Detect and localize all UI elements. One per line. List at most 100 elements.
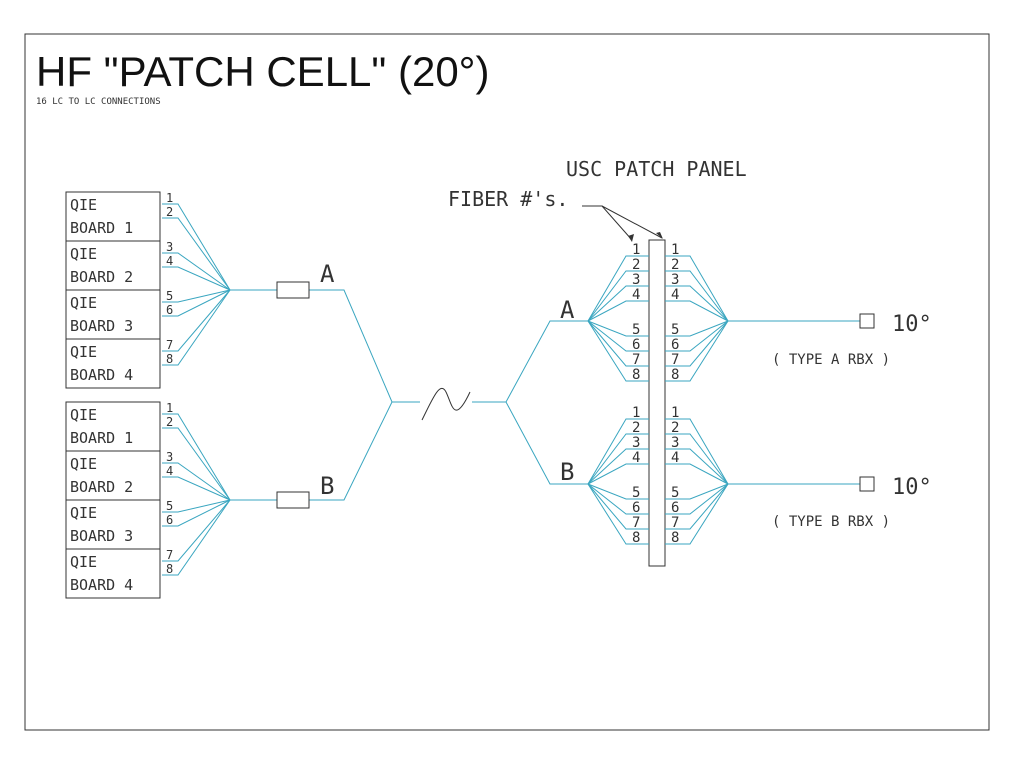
- fiber-numbers-label: FIBER #'s.: [448, 187, 568, 211]
- panel-fiber-left: [587, 483, 649, 500]
- panel-fiber-left: [587, 448, 649, 485]
- panel-fiber-right: [665, 320, 729, 382]
- qie-board-box: [65, 401, 161, 452]
- panel-fiber-right: [665, 320, 729, 352]
- board-port-number: 2: [166, 205, 173, 219]
- board-port-number: 7: [166, 548, 173, 562]
- board-fiber-line: [162, 462, 231, 501]
- board-fiber-line: [162, 203, 231, 291]
- panel-fiber-left: [587, 418, 649, 485]
- trunk-line-a: [230, 289, 420, 403]
- panel-fiber-number-right: 3: [671, 435, 679, 451]
- panel-fiber-left: [587, 285, 649, 322]
- panel-fiber-number-left: 4: [632, 450, 640, 466]
- panel-fiber-number-left: 2: [632, 420, 640, 436]
- qie-board-name: BOARD 3: [70, 317, 133, 335]
- board-fiber-line: [162, 499, 231, 576]
- board-port-number: 3: [166, 450, 173, 464]
- output-b: 10° ( TYPE B RBX ): [728, 475, 932, 530]
- panel-fiber-number-left: 7: [632, 352, 640, 368]
- panel-fiber-number-right: 6: [671, 337, 679, 353]
- panel-fiber-right: [665, 270, 729, 322]
- panel-fiber-left: [587, 463, 649, 485]
- qie-board-word: QIE: [70, 245, 97, 263]
- qie-board-word: QIE: [70, 406, 97, 424]
- board-fiber-line: [162, 499, 231, 527]
- panel-fiber-number-right: 7: [671, 515, 679, 531]
- board-fiber-line: [162, 289, 231, 366]
- board-port-number: 2: [166, 415, 173, 429]
- panel-fiber-right: [665, 300, 729, 322]
- output-a: 10° ( TYPE A RBX ): [728, 312, 932, 368]
- panel-fiber-number-left: 7: [632, 515, 640, 531]
- panel-fiber-right: [665, 285, 729, 322]
- diagram-title: HF "PATCH CELL" (20°): [36, 48, 489, 95]
- qie-board-word: QIE: [70, 343, 97, 361]
- panel-fiber-number-right: 5: [671, 322, 679, 338]
- qie-board-name: BOARD 1: [70, 429, 133, 447]
- panel-side-b-label: B: [560, 458, 574, 486]
- panel-fiber-number-left: 1: [632, 242, 640, 258]
- panel-fiber-number-left: 6: [632, 500, 640, 516]
- board-fiber-line: [162, 427, 231, 501]
- panel-fiber-number-right: 8: [671, 530, 679, 546]
- output-a-value: 10°: [892, 312, 932, 337]
- panel-fiber-left: [587, 483, 649, 530]
- connector-a-label: A: [320, 260, 335, 288]
- qie-board-box: [65, 548, 161, 599]
- panel-fiber-number-right: 1: [671, 405, 679, 421]
- board-fiber-line: [162, 252, 231, 291]
- diagram-subtitle: 16 LC TO LC CONNECTIONS: [36, 97, 161, 107]
- panel-fiber-right: [665, 320, 729, 367]
- panel-fiber-left: [587, 320, 649, 337]
- panel-fiber-number-right: 1: [671, 242, 679, 258]
- board-fiber-line: [162, 413, 231, 501]
- panel-fiber-left: [587, 300, 649, 322]
- panel-fiber-number-left: 8: [632, 530, 640, 546]
- panel-fiber-left: [587, 483, 649, 515]
- panel-fiber-number-left: 6: [632, 337, 640, 353]
- board-fiber-line: [162, 289, 231, 352]
- board-fiber-line: [162, 476, 231, 501]
- panel-fiber-number-right: 4: [671, 287, 679, 303]
- connector-a: [276, 281, 310, 299]
- board-port-number: 1: [166, 401, 173, 415]
- qie-board-word: QIE: [70, 196, 97, 214]
- board-port-number: 4: [166, 464, 173, 478]
- qie-board-name: BOARD 2: [70, 478, 133, 496]
- panel-fiber-right: [665, 483, 729, 530]
- output-connector-b: [859, 476, 875, 492]
- panel-fiber-number-right: 4: [671, 450, 679, 466]
- panel-fiber-number-left: 4: [632, 287, 640, 303]
- break-symbol: [421, 388, 471, 421]
- fiber-leader-line: [582, 205, 663, 241]
- board-fiber-line: [162, 289, 231, 303]
- connector-b-label: B: [320, 472, 334, 500]
- qie-board-box: [65, 338, 161, 389]
- qie-board-name: BOARD 4: [70, 576, 133, 594]
- board-port-number: 8: [166, 352, 173, 366]
- qie-board-box: [65, 499, 161, 550]
- trunk-line-right: [472, 320, 588, 485]
- board-fiber-line: [162, 499, 231, 562]
- trunk-wiring: A B A B: [230, 260, 588, 509]
- panel-fiber-right: [665, 320, 729, 337]
- panel-fiber-number-right: 7: [671, 352, 679, 368]
- type-b-label: ( TYPE B RBX ): [772, 514, 890, 530]
- board-port-number: 5: [166, 499, 173, 513]
- panel-fiber-left: [587, 433, 649, 485]
- qie-board-name: BOARD 4: [70, 366, 133, 384]
- panel-fiber-right: [665, 255, 729, 322]
- board-fiber-line: [162, 289, 231, 317]
- panel-fiber-left: [587, 320, 649, 382]
- qie-board-word: QIE: [70, 294, 97, 312]
- qie-board-name: BOARD 3: [70, 527, 133, 545]
- panel-fiber-left: [587, 270, 649, 322]
- panel-fiber-right: [665, 418, 729, 485]
- output-b-value: 10°: [892, 475, 932, 500]
- panel-fiber-left: [587, 255, 649, 322]
